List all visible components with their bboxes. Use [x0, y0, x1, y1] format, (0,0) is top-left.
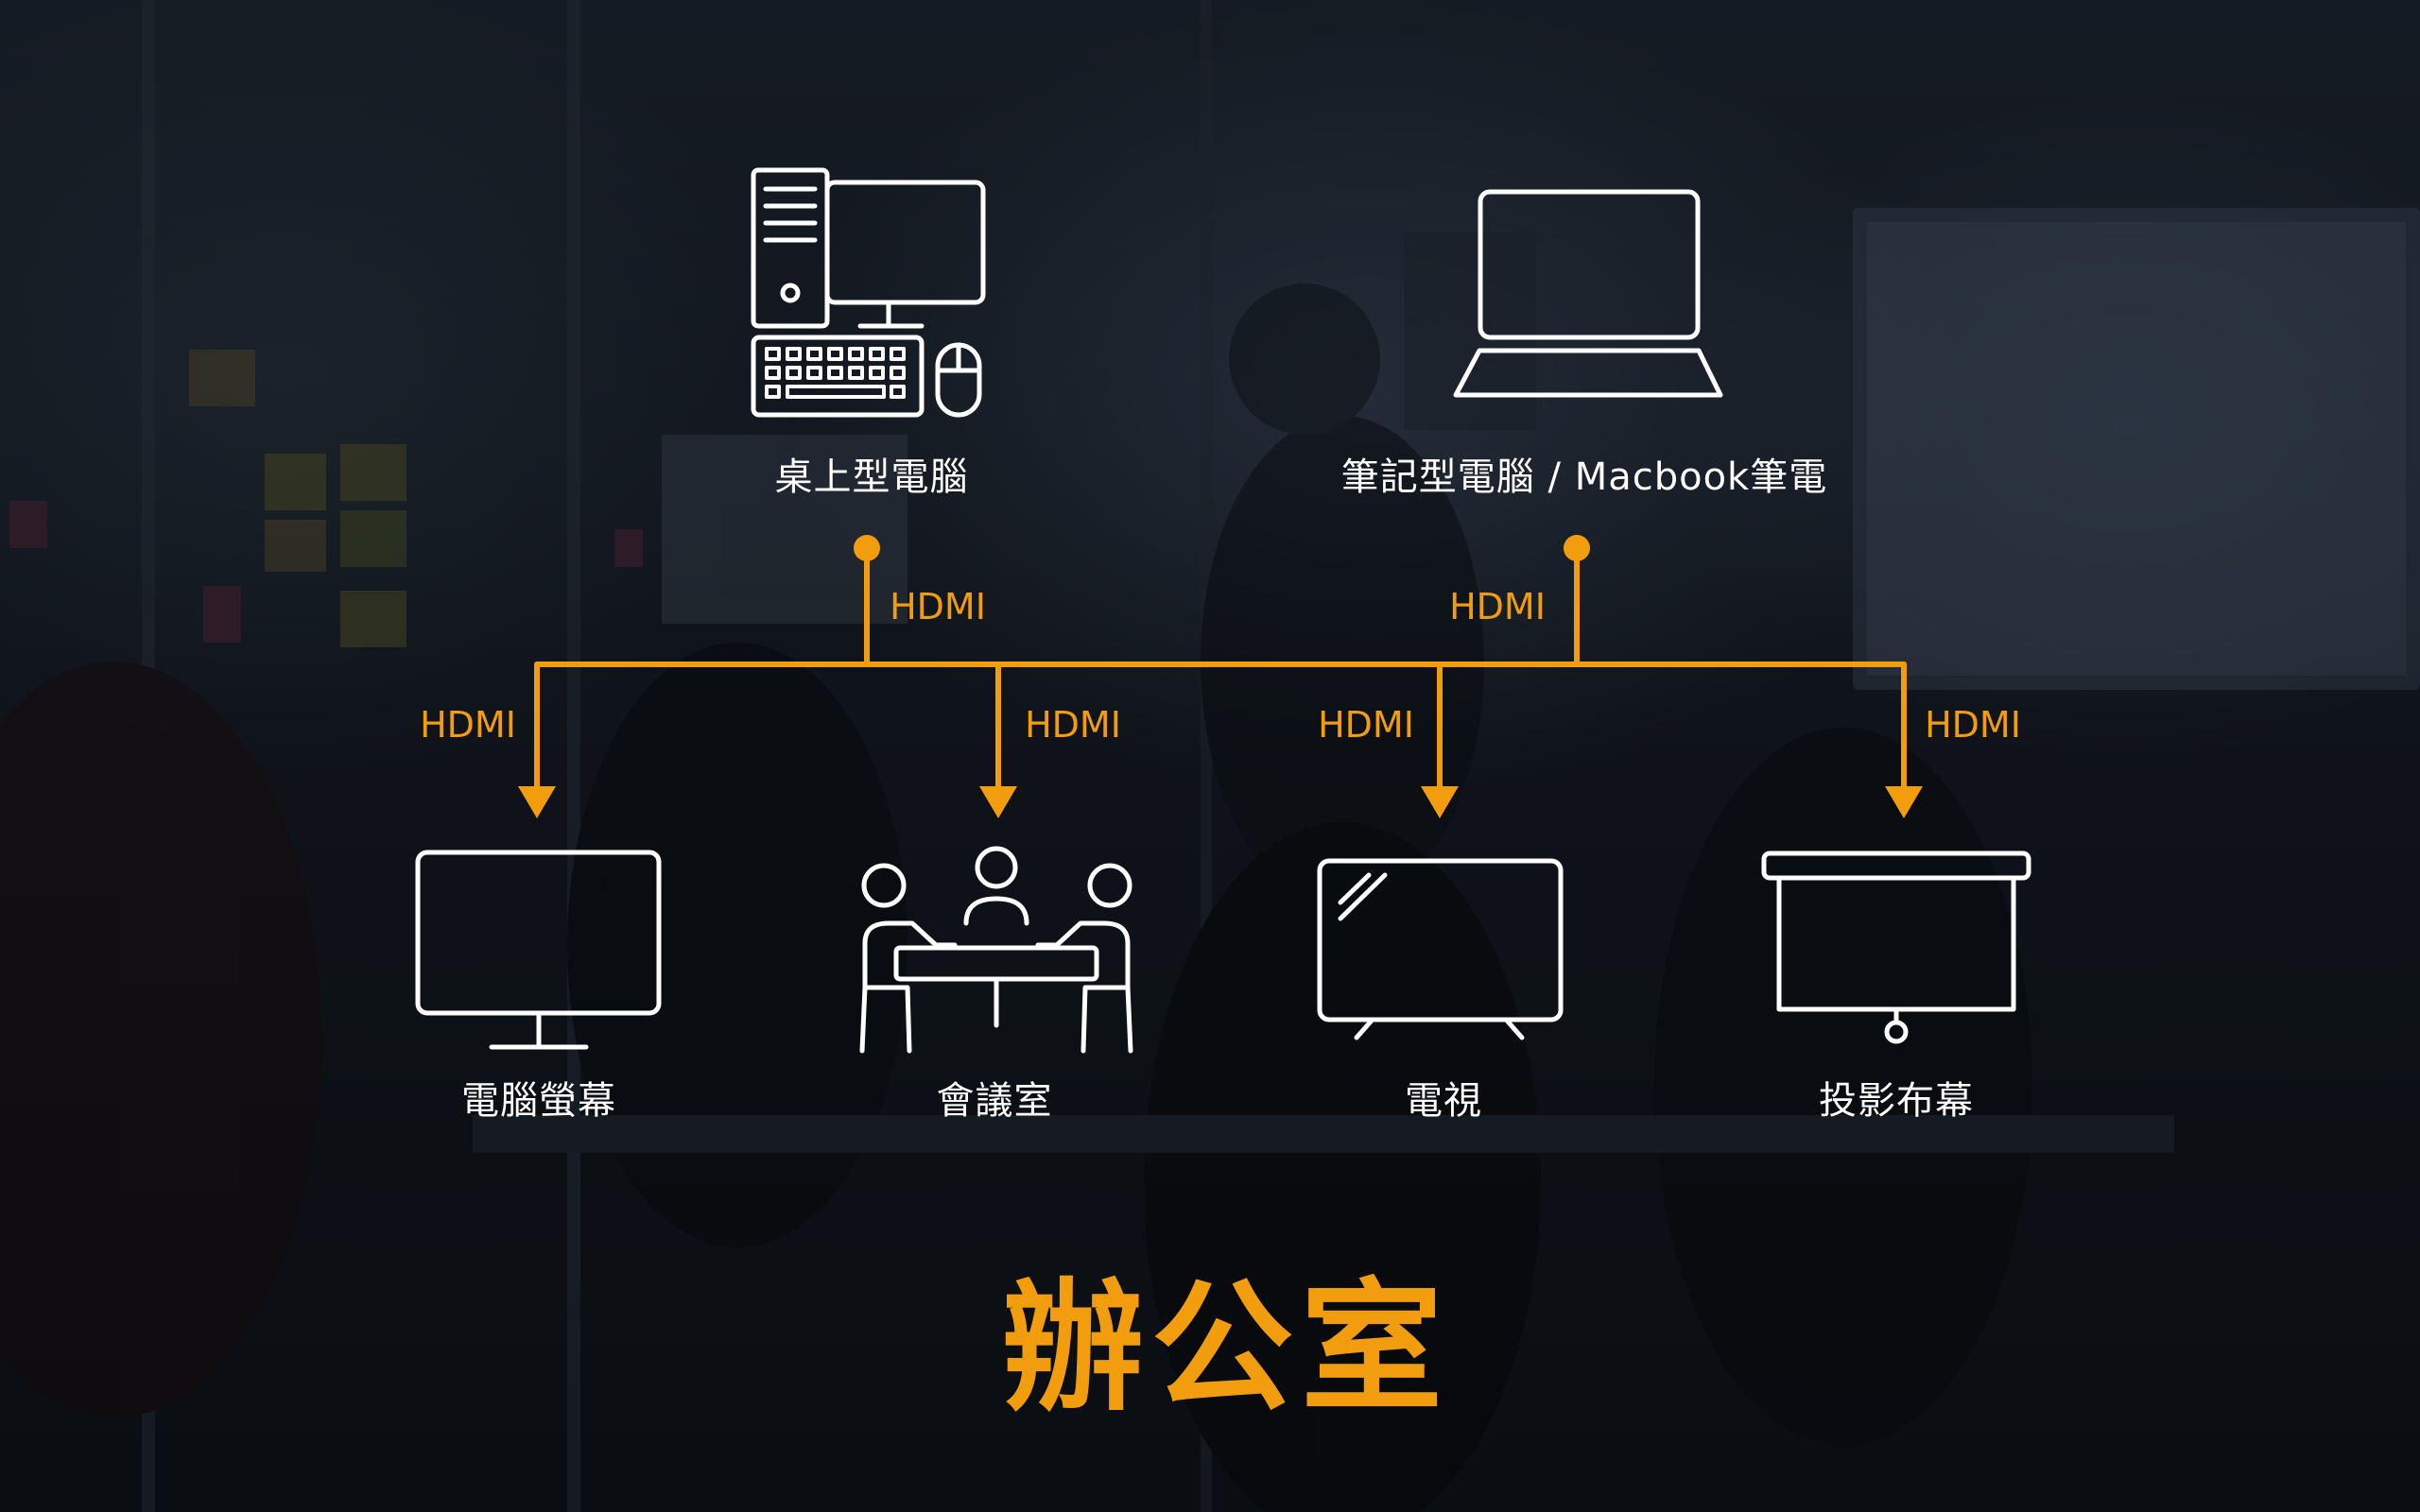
- sticky-note: [189, 350, 255, 406]
- sticky-note: [340, 444, 406, 501]
- hdmi-label-tv: HDMI: [1318, 704, 1414, 746]
- sticky-note: [340, 510, 406, 567]
- sticky-note: [9, 501, 47, 548]
- conference-table: [473, 1115, 2174, 1153]
- wall-display-screen: [1867, 222, 2406, 676]
- projector-screen-icon: [1761, 850, 2031, 1044]
- hdmi-label-meeting-room: HDMI: [1025, 704, 1121, 746]
- hdmi-label-projector: HDMI: [1925, 704, 2021, 746]
- projector-screen-label: 投影布幕: [1819, 1079, 1974, 1123]
- source-connector-dot: [854, 535, 880, 561]
- laptop-label: 筆記型電腦 / Macbook筆電: [1340, 455, 1828, 499]
- laptop-icon: [1453, 189, 1723, 398]
- tv-icon: [1317, 858, 1564, 1040]
- desktop-computer-icon: [751, 167, 986, 418]
- output-arrowhead: [518, 786, 556, 818]
- source-connector-dot: [1564, 535, 1590, 561]
- sticky-note: [340, 591, 406, 647]
- hdmi-label-desktop: HDMI: [890, 586, 986, 627]
- attendee-silhouette: [1654, 728, 2032, 1446]
- computer-monitor-icon: [415, 850, 662, 1050]
- page-title: 辦公室: [1001, 1266, 1451, 1431]
- output-arrowhead: [979, 786, 1017, 818]
- sticky-note: [265, 454, 326, 510]
- sticky-note: [614, 529, 643, 567]
- sticky-note: [265, 520, 326, 572]
- attendee-silhouette: [0, 662, 321, 1418]
- meeting-room-icon: [859, 846, 1133, 1054]
- presenter-head: [1229, 284, 1380, 435]
- computer-monitor-label: 電腦螢幕: [461, 1079, 616, 1123]
- output-arrowhead: [1885, 786, 1923, 818]
- hdmi-label-laptop: HDMI: [1449, 586, 1546, 627]
- meeting-room-label: 會議室: [936, 1079, 1053, 1123]
- sticky-note: [203, 586, 241, 643]
- attendee-silhouette: [1144, 822, 1541, 1512]
- desktop-computer-label: 桌上型電腦: [774, 455, 969, 499]
- hdmi-label-monitor: HDMI: [420, 704, 516, 746]
- tv-label: 電視: [1405, 1079, 1482, 1123]
- output-arrowhead: [1421, 786, 1459, 818]
- attendee-silhouette: [567, 643, 908, 1247]
